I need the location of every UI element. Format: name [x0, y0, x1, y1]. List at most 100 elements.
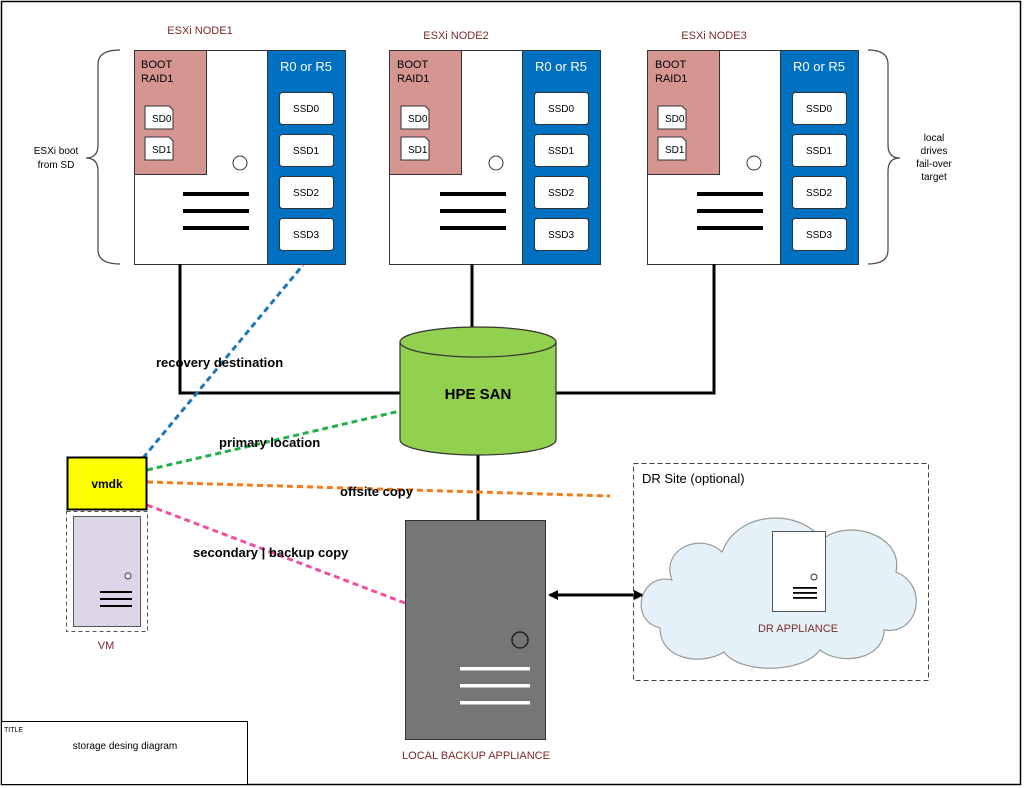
raid-label: R0 or R5 — [793, 59, 845, 74]
right-brace-label: fail-over — [916, 159, 952, 170]
ssd-label: SSD0 — [548, 104, 575, 115]
raid-label: R0 or R5 — [535, 59, 587, 74]
dr-site-frame — [633, 463, 929, 681]
vent-line — [793, 592, 817, 594]
sd-label: SD1 — [408, 145, 428, 156]
ssd-label: SSD2 — [293, 188, 320, 199]
ssd-label: SSD3 — [548, 230, 575, 241]
sd-card-icon — [144, 105, 174, 130]
vent-line — [697, 226, 763, 230]
dr-server — [772, 531, 826, 612]
vent-line — [183, 192, 249, 196]
ssd-label: SSD1 — [548, 146, 575, 157]
dr-site: DR Site (optional) DR APPLIANCE — [633, 463, 929, 681]
vent-line — [460, 701, 530, 705]
title-heading: TITLE — [4, 727, 23, 734]
sd-label: SD1 — [152, 145, 172, 156]
backup-server — [405, 520, 546, 740]
raid-label: R0 or R5 — [280, 59, 332, 74]
sd-label: SD0 — [408, 114, 428, 125]
boot-label: BOOT — [397, 59, 428, 71]
ssd-label: SSD0 — [806, 104, 833, 115]
san-label: HPE SAN — [445, 386, 512, 403]
node-title: ESXi NODE3 — [681, 30, 746, 42]
recovery-label: recovery destination — [156, 355, 283, 370]
dr-power-icon — [810, 573, 818, 581]
vent-line — [697, 192, 763, 196]
san-body — [399, 342, 557, 456]
node-title: ESXi NODE2 — [423, 30, 488, 42]
power-button-icon — [746, 155, 762, 171]
vent-line — [460, 667, 530, 671]
vent-line — [100, 598, 132, 600]
secondary-line — [146, 503, 406, 605]
sd-card-icon — [657, 105, 687, 130]
ssd-drive — [792, 176, 847, 209]
ssd-drive — [279, 92, 334, 125]
right-brace — [867, 49, 901, 265]
vent-line — [460, 684, 530, 688]
ssd-drive — [279, 134, 334, 167]
dr-site-label: DR Site (optional) — [642, 471, 745, 486]
backup-power-icon — [511, 631, 529, 649]
ssd-label: SSD3 — [806, 230, 833, 241]
primary-line — [146, 409, 401, 472]
ssd-label: SSD1 — [806, 146, 833, 157]
right-brace-label: target — [921, 172, 947, 183]
vent-line — [100, 605, 132, 607]
vent-line — [183, 209, 249, 213]
ssd-label: SSD2 — [806, 188, 833, 199]
sd-label: SD1 — [665, 145, 685, 156]
vent-line — [183, 226, 249, 230]
raid1-label: RAID1 — [141, 73, 173, 85]
vent-line — [793, 587, 817, 589]
boot-label: BOOT — [141, 59, 172, 71]
vent-line — [440, 209, 506, 213]
esxi-node-1: ESXi NODE1 BOOT RAID1 SD0 SD1 R0 or R5 S… — [134, 25, 346, 265]
offsite-line — [146, 480, 611, 498]
raid1-label: RAID1 — [655, 73, 687, 85]
vent-line — [100, 591, 132, 593]
vent-line — [697, 209, 763, 213]
title-block-frame — [1, 721, 248, 785]
power-button-icon — [232, 155, 248, 171]
local-backup-appliance: LOCAL BACKUP APPLIANCE — [402, 520, 550, 762]
left-brace-label: from SD — [38, 160, 75, 171]
ssd-drive — [792, 92, 847, 125]
esxi-node-2: ESXi NODE2 BOOT RAID1 SD0 SD1 R0 or R5 S… — [389, 30, 601, 265]
right-brace-label: local — [924, 133, 945, 144]
vm-group: vmdk VM — [66, 456, 148, 652]
local-backup-label: LOCAL BACKUP APPLIANCE — [402, 750, 550, 762]
node3-san-link — [555, 264, 716, 395]
sd-card-icon — [144, 136, 174, 161]
ssd-drive — [792, 134, 847, 167]
sd-card-icon — [400, 136, 430, 161]
ssd-drive — [534, 176, 589, 209]
ssd-label: SSD0 — [293, 104, 320, 115]
vent-line — [440, 226, 506, 230]
ssd-drive — [279, 218, 334, 251]
ssd-label: SSD2 — [548, 188, 575, 199]
node1-san-link — [178, 264, 400, 395]
vmdk-box — [66, 456, 148, 511]
ssd-label: SSD3 — [293, 230, 320, 241]
recovery-line — [141, 264, 305, 459]
vent-line — [440, 192, 506, 196]
left-brace-label: ESXi boot — [34, 146, 79, 157]
left-brace — [85, 49, 121, 265]
vm-label: VM — [98, 640, 115, 652]
sd-label: SD0 — [665, 114, 685, 125]
raid1-label: RAID1 — [397, 73, 429, 85]
ssd-drive — [534, 134, 589, 167]
vmdk-label: vmdk — [91, 477, 123, 491]
node-title: ESXi NODE1 — [167, 25, 232, 37]
san-connections — [178, 264, 716, 520]
ssd-drive — [279, 176, 334, 209]
dr-appliance-label: DR APPLIANCE — [758, 623, 838, 635]
sd-card-icon — [657, 136, 687, 161]
power-button-icon — [488, 155, 504, 171]
ssd-label: SSD1 — [293, 146, 320, 157]
